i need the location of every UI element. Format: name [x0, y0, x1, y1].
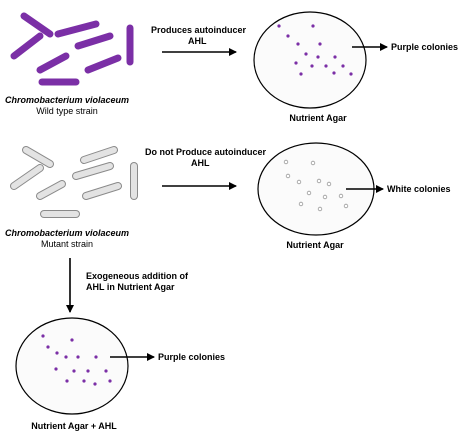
mutant-rod — [81, 147, 117, 163]
mutant-rod — [11, 165, 43, 189]
wild-result-label: Purple colonies — [391, 42, 458, 52]
mutant-colony — [283, 159, 289, 165]
wild-colony — [349, 72, 353, 76]
wild-colony — [304, 52, 308, 56]
addition-colony — [76, 355, 80, 359]
mutant-colony — [317, 206, 323, 212]
addition-colony — [94, 355, 98, 359]
addition-caption-line2: AHL in Nutrient Agar — [86, 282, 175, 292]
wild-colony — [311, 24, 315, 28]
addition-colony — [55, 351, 59, 355]
wild-colony — [318, 42, 322, 46]
wild-colony — [333, 55, 337, 59]
mutant-colony — [338, 193, 344, 199]
wild-colony — [299, 72, 303, 76]
mutant-colony — [306, 190, 312, 196]
wild-species-label: Chromobacterium violaceum — [5, 95, 129, 105]
wild-agar-plate — [253, 11, 367, 109]
addition-caption-line1: Exogeneous addition of — [86, 271, 189, 281]
wild-colony — [341, 64, 345, 68]
wild-rod — [54, 20, 100, 38]
mutant-colony — [298, 201, 304, 207]
mutant-colony — [296, 179, 302, 185]
mutant-colony — [310, 160, 316, 166]
mutant-colony — [316, 178, 322, 184]
wild-colonies — [277, 24, 353, 76]
mutant-colony — [343, 203, 349, 209]
mutant-rod — [73, 163, 113, 179]
wild-colony — [296, 42, 300, 46]
wild-plate-label: Nutrient Agar — [289, 113, 347, 123]
wild-colony — [316, 55, 320, 59]
mutant-result-label: White colonies — [387, 184, 451, 194]
wild-colony — [294, 61, 298, 65]
addition-colony — [93, 382, 97, 386]
wild-colony — [277, 24, 281, 28]
addition-colonies — [41, 334, 112, 386]
addition-colony — [70, 338, 74, 342]
wild-rod — [36, 52, 70, 74]
addition-result-label: Purple colonies — [158, 352, 225, 362]
addition-colony — [46, 345, 50, 349]
wild-rod — [10, 32, 44, 60]
mutant-arrow-caption-line1: Do not Produce autoinducer — [145, 147, 267, 157]
wild-rod — [20, 12, 54, 38]
mutant-strain-label: Mutant strain — [41, 239, 93, 249]
wild-rod — [74, 32, 114, 50]
mutant-colony — [285, 173, 291, 179]
addition-plate-label: Nutrient Agar + AHL — [31, 421, 117, 431]
addition-colony — [108, 379, 112, 383]
wild-rod — [84, 54, 122, 74]
addition-colony — [86, 369, 90, 373]
addition-colony — [54, 367, 58, 371]
addition-agar-plate — [15, 317, 129, 415]
addition-colony — [65, 379, 69, 383]
wild-colony — [286, 34, 290, 38]
addition-colony — [72, 369, 76, 373]
mutant-plate-label: Nutrient Agar — [286, 240, 344, 250]
addition-colony — [41, 334, 45, 338]
wild-colony — [324, 64, 328, 68]
mutant-rods — [10, 146, 138, 218]
wild-arrow-caption-line2: AHL — [188, 36, 207, 46]
mutant-colony — [322, 194, 328, 200]
wild-strain-label: Wild type strain — [36, 106, 98, 116]
addition-colony — [104, 369, 108, 373]
wild-type-rods — [10, 12, 134, 86]
wild-colony — [310, 64, 314, 68]
addition-colony — [82, 379, 86, 383]
wild-colony — [332, 71, 336, 75]
wild-arrow-caption-line1: Produces autoinducer — [151, 25, 247, 35]
mutant-colony — [326, 181, 332, 187]
mutant-rod — [37, 181, 65, 199]
mutant-rod — [23, 147, 53, 167]
mutant-colonies — [283, 159, 349, 212]
addition-colony — [64, 355, 68, 359]
mutant-species-label: Chromobacterium violaceum — [5, 228, 129, 238]
mutant-arrow-caption-line2: AHL — [191, 158, 210, 168]
mutant-rod — [83, 183, 121, 199]
